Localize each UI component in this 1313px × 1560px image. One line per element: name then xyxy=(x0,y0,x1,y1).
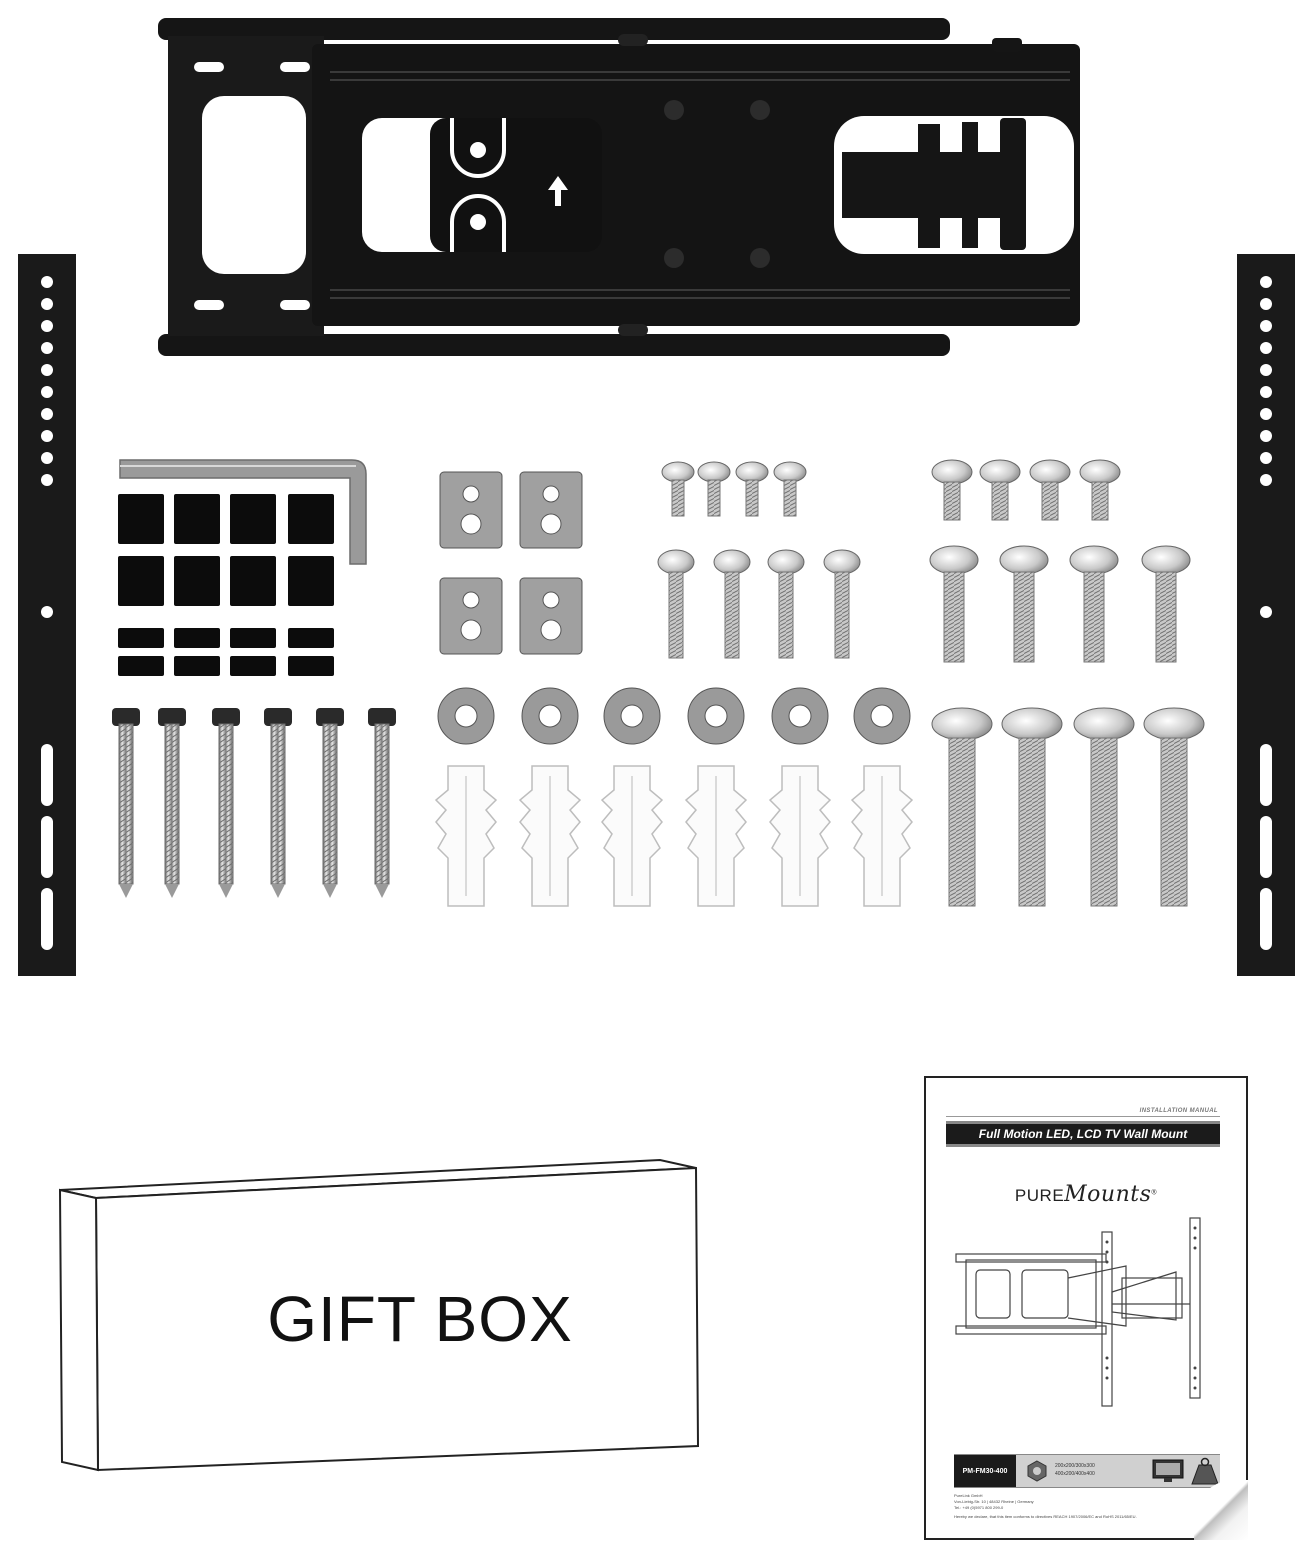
gift-box-label: GIFT BOX xyxy=(267,1283,573,1355)
gift-box xyxy=(58,1158,700,1472)
vesa-icon xyxy=(1027,1460,1047,1482)
company-phone: Tel.: +49 (0)5971 800 299-0 xyxy=(954,1505,1004,1510)
screws-m4-short xyxy=(661,461,807,517)
tv-arm-right xyxy=(1237,254,1295,976)
spacers xyxy=(118,494,334,676)
manual-small-print: PureLink GmbH Von-Liebig-Str. 10 | 48432… xyxy=(954,1493,1137,1520)
manual-rule xyxy=(946,1116,1220,1117)
screws-m8-long xyxy=(931,707,1205,907)
square-washers xyxy=(439,471,583,655)
manual-spec-bar: PM-FM30-400 200x200/300x300 400x200/400x… xyxy=(954,1454,1220,1488)
screws-m6-long xyxy=(929,545,1191,663)
screws-m4-long xyxy=(657,549,861,659)
company-name: PureLink GmbH xyxy=(954,1493,983,1498)
wall-plugs xyxy=(434,765,914,907)
installation-manual: INSTALLATION MANUAL Full Motion LED, LCD… xyxy=(924,1076,1248,1540)
brand-prefix: PURE xyxy=(1014,1186,1065,1205)
manual-kicker: INSTALLATION MANUAL xyxy=(1139,1108,1218,1114)
allen-key xyxy=(119,459,367,565)
screws-m6-short xyxy=(931,459,1121,521)
round-washers xyxy=(437,687,911,745)
company-address: Von-Liebig-Str. 10 | 48432 Rheine | Germ… xyxy=(954,1499,1034,1504)
model-code: PM-FM30-400 xyxy=(954,1455,1016,1487)
weight-icon xyxy=(1191,1457,1219,1485)
brand-registered: ® xyxy=(1151,1189,1158,1197)
screen-size-icon xyxy=(1152,1459,1184,1482)
manual-product-illustration xyxy=(955,1217,1201,1407)
page-curl xyxy=(1194,1480,1248,1540)
lag-bolts xyxy=(112,708,396,898)
compliance-declaration: Hereby we declare, that this item confor… xyxy=(954,1514,1137,1519)
wall-mount-bracket xyxy=(158,18,1080,356)
manual-title: Full Motion LED, LCD TV Wall Mount xyxy=(946,1121,1220,1147)
vesa-sizes: 200x200/300x300 400x200/400x400 xyxy=(1055,1463,1095,1477)
brand-script: Mounts xyxy=(1064,1182,1152,1207)
manual-brand-logo: PUREMounts® xyxy=(926,1182,1246,1207)
tv-arm-left xyxy=(18,254,76,976)
